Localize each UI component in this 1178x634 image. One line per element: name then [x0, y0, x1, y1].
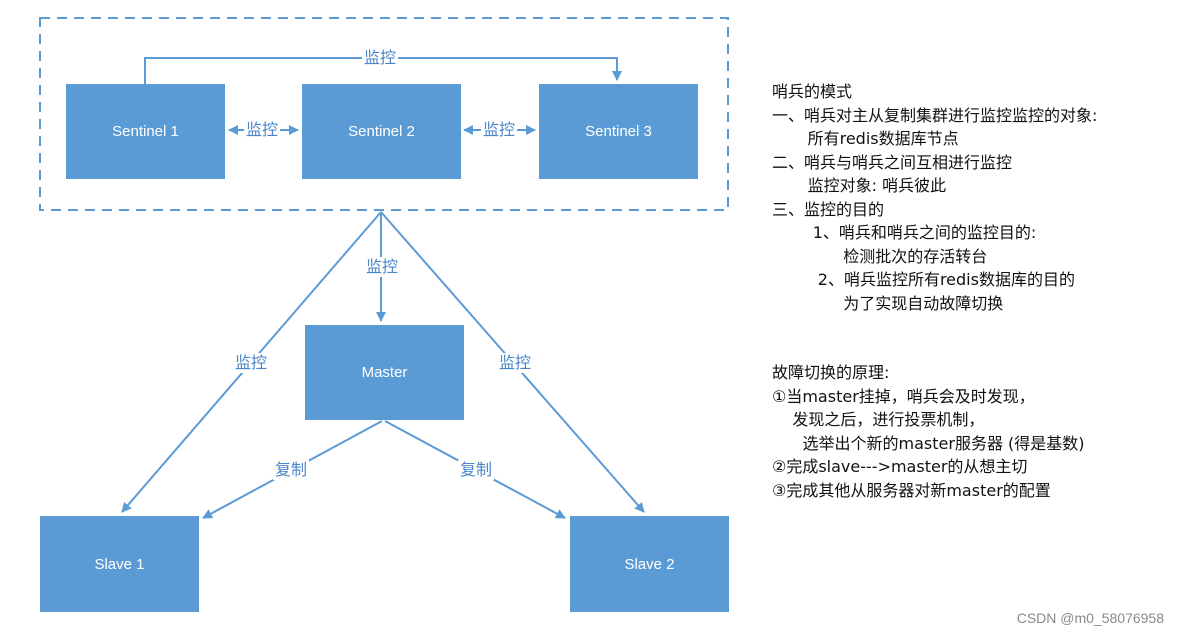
notes-line: 哨兵的模式	[772, 82, 853, 101]
notes-line: 二、哨兵与哨兵之间互相进行监控	[772, 152, 1013, 172]
node-master: Master	[305, 325, 464, 420]
notes-line: 一、哨兵对主从复制集群进行监控监控的对象:	[772, 105, 1098, 125]
notes-line: 为了实现自动故障切换	[772, 293, 1004, 313]
sentinel-group-border	[39, 17, 729, 211]
notes-line: ③完成其他从服务器对新master的配置	[772, 480, 1051, 500]
notes-line: 三、监控的目的	[772, 199, 885, 219]
node-sentinel-3: Sentinel 3	[539, 84, 698, 179]
notes-line: ①当master挂掉，哨兵会及时发现，	[772, 386, 1035, 406]
watermark: CSDN @m0_58076958	[1016, 610, 1164, 626]
node-slave-1: Slave 1	[40, 516, 199, 612]
node-sentinel-2: Sentinel 2	[302, 84, 461, 179]
notes-line: 检测批次的存活转台	[772, 246, 988, 266]
notes-section-failover: 故障切换的原理: ①当master挂掉，哨兵会及时发现， 发现之后，进行投票机制…	[772, 361, 1172, 502]
notes-line: 监控对象: 哨兵彼此	[772, 176, 947, 195]
notes-panel: 哨兵的模式 一、哨兵对主从复制集群进行监控监控的对象: 所有redis数据库节点…	[772, 80, 1172, 502]
label-monitor-master: 监控	[364, 257, 401, 277]
notes-gap	[772, 315, 1172, 361]
notes-line: 发现之后，进行投票机制，	[772, 410, 985, 429]
label-monitor-slave2: 监控	[497, 353, 534, 373]
label-monitor-s2-s3: 监控	[481, 120, 518, 140]
label-replicate-slave2: 复制	[458, 460, 495, 480]
notes-line: ②完成slave--->master的从想主切	[772, 457, 1028, 476]
label-monitor-slave1: 监控	[233, 353, 270, 373]
notes-line: 1、哨兵和哨兵之间的监控目的:	[772, 223, 1037, 242]
label-monitor-top: 监控	[362, 48, 399, 68]
node-slave-2: Slave 2	[570, 516, 729, 612]
node-sentinel-1: Sentinel 1	[66, 84, 225, 179]
notes-line: 所有redis数据库节点	[772, 129, 959, 148]
notes-line: 2、哨兵监控所有redis数据库的目的	[772, 270, 1075, 289]
label-replicate-slave1: 复制	[273, 460, 310, 480]
notes-line: 故障切换的原理:	[772, 363, 890, 382]
label-monitor-s1-s2: 监控	[244, 120, 281, 140]
notes-line: 选举出个新的master服务器 (得是基数)	[772, 433, 1085, 453]
notes-section-sentinel-mode: 哨兵的模式 一、哨兵对主从复制集群进行监控监控的对象: 所有redis数据库节点…	[772, 80, 1172, 315]
